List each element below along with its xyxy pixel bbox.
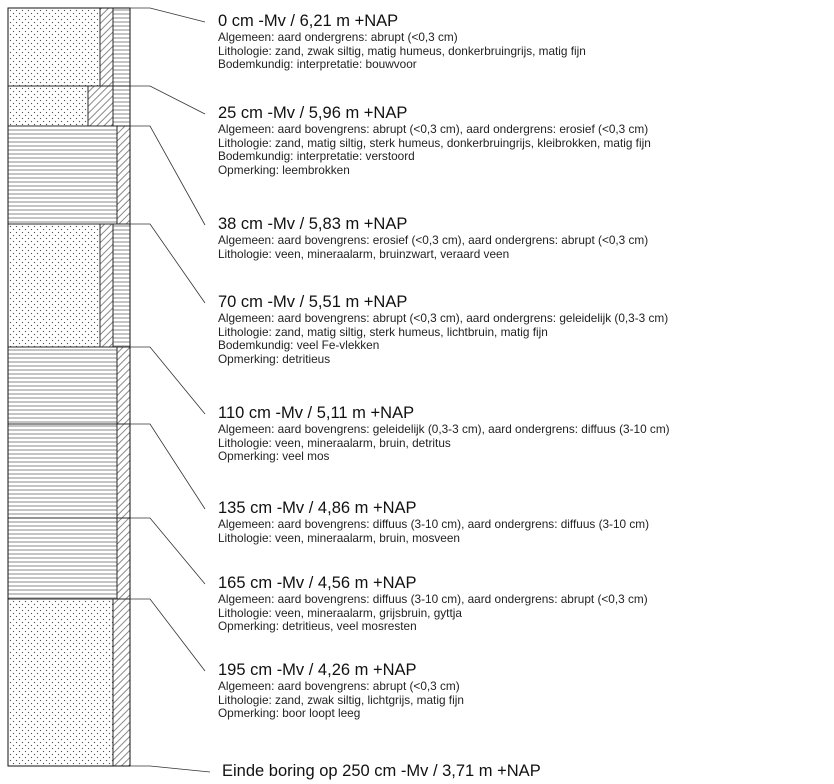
layer-7-peat-strip xyxy=(116,517,131,600)
layer-4-sand-fill xyxy=(7,223,101,348)
layer-4-humus-strip xyxy=(99,223,114,348)
layer-attribute-line: Algemeen: aard bovengrens: abrupt (<0,3 … xyxy=(218,679,460,693)
connector-line-2 xyxy=(130,85,206,115)
column-frame xyxy=(7,7,131,767)
end-of-boring-label: Einde boring op 250 cm -Mv / 3,71 m +NAP xyxy=(222,762,541,780)
layer-attribute-line: Lithologie: zand, matig siltig, sterk hu… xyxy=(218,324,548,339)
layer-attribute-line: Opmerking: boor loopt leeg xyxy=(218,706,361,720)
layer-1-sand-fill xyxy=(7,7,101,87)
layer-7-peat-fill xyxy=(7,517,118,600)
layer-attribute-line: Opmerking: veel mos xyxy=(218,449,330,463)
layer-attribute-line: Bodemkundig: interpretatie: bouwvoor xyxy=(218,57,417,71)
layer-attribute-line: Opmerking: detritieus xyxy=(218,351,331,366)
layer-attribute-line: Algemeen: aard bovengrens: erosief (<0,3… xyxy=(218,233,649,247)
layer-attribute-line: Lithologie: veen, mineraalarm, grijsbrui… xyxy=(218,605,462,620)
layer-attribute-line: Bodemkundig: interpretatie: verstoord xyxy=(218,149,415,163)
layer-attribute-line: Algemeen: aard bovengrens: abrupt (<0,3 … xyxy=(218,122,649,136)
layer-depth-title: 110 cm -Mv / 5,11 m +NAP xyxy=(218,404,415,422)
layer-attribute-line: Lithologie: veen, mineraalarm, bruin, mo… xyxy=(218,530,460,545)
layer-2-silt-strip xyxy=(112,85,131,127)
connector-line-6 xyxy=(130,423,206,510)
layer-1-humus-strip xyxy=(99,7,114,87)
layer-depth-title: 165 cm -Mv / 4,56 m +NAP xyxy=(218,574,417,592)
layer-attribute-line: Bodemkundig: veel Fe-vlekken xyxy=(218,338,380,352)
connector-line-1 xyxy=(130,7,206,23)
layer-2-sand-fill xyxy=(7,85,89,127)
layer-8-humus-strip xyxy=(112,598,131,767)
layer-5-peat-fill xyxy=(7,346,118,425)
layer-attribute-line: Algemeen: aard bovengrens: diffuus (3-10… xyxy=(218,517,650,531)
layer-depth-title: 135 cm -Mv / 4,86 m +NAP xyxy=(218,499,417,517)
layer-depth-title: 0 cm -Mv / 6,21 m +NAP xyxy=(218,12,399,30)
layer-8-sand-fill xyxy=(7,598,114,767)
layer-attribute-line: Lithologie: veen, mineraalarm, bruinzwar… xyxy=(218,246,510,261)
layer-attribute-line: Lithologie: veen, mineraalarm, bruin, de… xyxy=(218,435,451,450)
layer-attribute-line: Opmerking: leembrokken xyxy=(218,162,350,177)
layer-2-humus-strip xyxy=(87,85,114,127)
layer-6-peat-strip xyxy=(116,423,131,519)
depth-connectors xyxy=(130,7,211,773)
layer-attribute-line: Lithologie: zand, matig siltig, sterk hu… xyxy=(218,135,651,150)
layer-attribute-line: Opmerking: detritieus, veel mosresten xyxy=(218,619,417,633)
layer-5-peat-strip xyxy=(116,346,131,425)
layer-depth-title: 195 cm -Mv / 4,26 m +NAP xyxy=(218,661,417,679)
layer-depth-title: 38 cm -Mv / 5,83 m +NAP xyxy=(218,215,408,233)
layer-attribute-line: Algemeen: aard ondergrens: abrupt (<0,3 … xyxy=(218,30,458,44)
connector-line-7 xyxy=(130,517,206,585)
layer-1-silt-strip xyxy=(112,7,131,87)
connector-line-4 xyxy=(130,223,206,304)
connector-line-3 xyxy=(130,125,206,226)
connector-line-5 xyxy=(130,346,206,415)
connector-line-8 xyxy=(130,598,206,672)
layer-depth-title: 70 cm -Mv / 5,51 m +NAP xyxy=(218,293,408,311)
connector-line-end xyxy=(130,765,211,773)
layer-attribute-line: Lithologie: zand, zwak siltig, lichtgrij… xyxy=(218,692,464,707)
layer-6-peat-fill xyxy=(7,423,118,519)
layer-attribute-line: Algemeen: aard bovengrens: diffuus (3-10… xyxy=(218,592,648,606)
layer-4-silt-strip xyxy=(112,223,131,348)
layer-3-peat-strip xyxy=(116,125,131,225)
layer-attribute-line: Algemeen: aard bovengrens: geleidelijk (… xyxy=(218,422,670,436)
layer-attribute-line: Lithologie: zand, zwak siltig, matig hum… xyxy=(218,43,586,58)
layer-depth-title: 25 cm -Mv / 5,96 m +NAP xyxy=(218,104,408,122)
soil-column xyxy=(7,7,131,767)
layer-3-peat-fill xyxy=(7,125,118,225)
layer-attribute-line: Algemeen: aard bovengrens: abrupt (<0,3 … xyxy=(218,311,669,325)
